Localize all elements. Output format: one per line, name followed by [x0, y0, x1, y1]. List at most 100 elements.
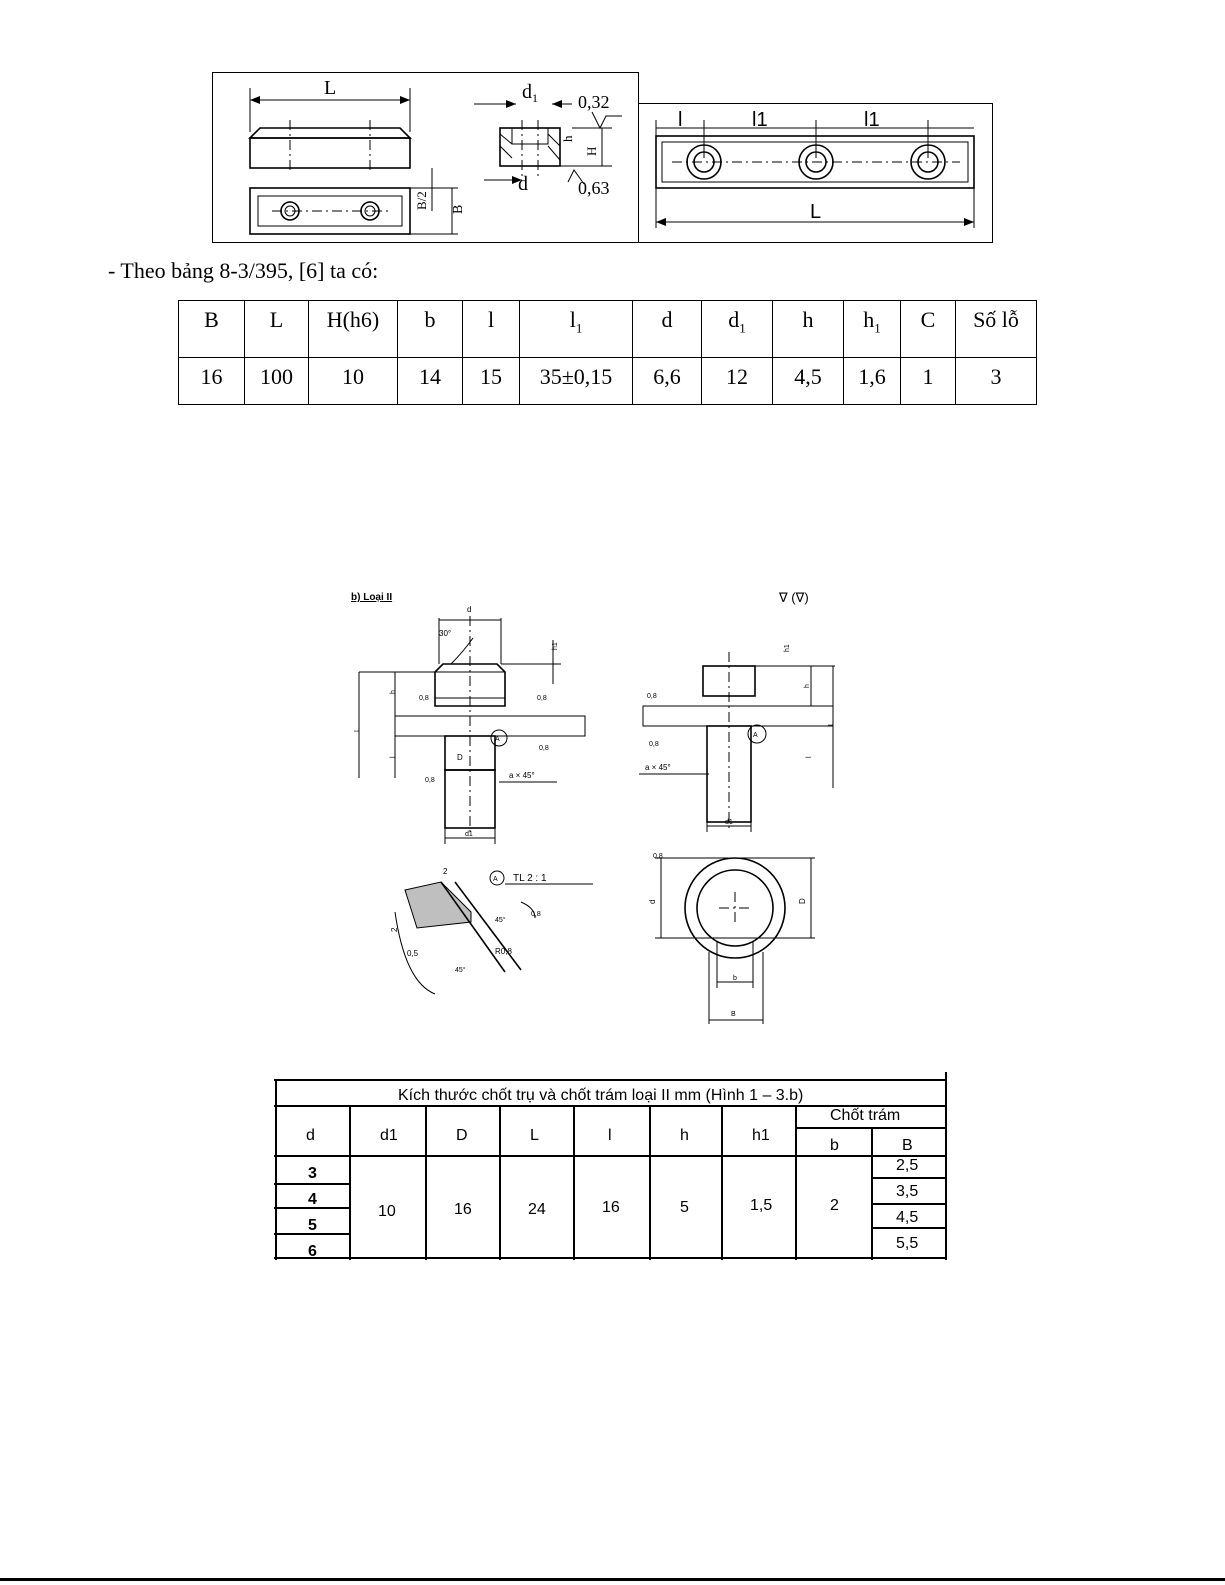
detail-A-circle: A: [493, 876, 498, 883]
label-B2: B/2: [414, 191, 429, 210]
label-L: L: [354, 728, 361, 732]
table2-B-row-4: 5,5: [896, 1235, 918, 1252]
dimension-table: B L H(h6) b l l1 d d1 h h1 C Số lỗ 16 10…: [178, 300, 1037, 405]
table2-header-l: l: [608, 1127, 612, 1144]
detail-label-2-top: 2: [443, 867, 448, 876]
header-cell: B: [178, 300, 245, 358]
table2-B-row-3: 4,5: [896, 1209, 918, 1226]
table-pin-dimensions: Kích thước chốt trụ và chốt trám loại II…: [274, 1072, 947, 1260]
label-D-top: D: [798, 898, 807, 904]
label-L: L: [324, 77, 336, 99]
label-d1: d1: [465, 831, 473, 838]
table2-h-value: 5: [680, 1199, 689, 1216]
table2-header-D: D: [456, 1127, 468, 1144]
label-l1-second: l1: [864, 109, 880, 131]
label-roughness-08-a: 0,8: [419, 695, 429, 702]
label-H: H: [584, 147, 599, 156]
header-cell: h1: [843, 300, 901, 358]
label-l: l: [678, 109, 682, 131]
value-cell: 12: [701, 357, 773, 405]
detail-mark-A: A: [495, 736, 500, 743]
header-cell: l1: [519, 300, 633, 358]
header-cell: L: [244, 300, 309, 358]
header-cell: H(h6): [308, 300, 398, 358]
table2-header-d: d: [306, 1127, 315, 1144]
label-chamfer: a × 45°: [509, 771, 535, 780]
figure-locating-plate: L B/2 B d1 0,32 h H d 0,63 l l1 l1: [212, 72, 993, 243]
label-l-right: l: [806, 756, 813, 758]
label-d1: d1: [522, 81, 538, 105]
table2-d-row-3: 5: [308, 1217, 317, 1234]
label-roughness-063: 0,63: [578, 178, 610, 198]
label-roughness-08-b: 0,8: [537, 695, 547, 702]
label-B-top: B: [731, 1011, 736, 1018]
header-cell: Số lỗ: [955, 300, 1037, 358]
value-cell: 6,6: [632, 357, 702, 405]
value-cell: 15: [462, 357, 520, 405]
detail-label-2-left: 2: [390, 927, 399, 932]
table2-d-row-4: 6: [308, 1243, 317, 1260]
label-d: d: [467, 605, 471, 614]
label-d-top: d: [648, 900, 657, 904]
table2-d-row-2: 4: [308, 1191, 317, 1208]
label-L-right: L: [810, 201, 821, 223]
header-cell: C: [900, 300, 956, 358]
table-header-row: B L H(h6) b l l1 d d1 h h1 C Số lỗ: [178, 300, 1037, 358]
label-roughness-08-g: 0,8: [653, 853, 663, 860]
label-h-right: h: [804, 684, 811, 688]
table2-d1-value: 10: [378, 1203, 396, 1220]
label-h1: h1: [552, 642, 559, 650]
table2-header-d1: d1: [380, 1127, 398, 1144]
label-roughness-08-c: 0,8: [539, 745, 549, 752]
table2-header-h: h: [680, 1127, 689, 1144]
label-h1-right: h1: [784, 644, 791, 652]
table-value-row: 16 100 10 14 15 35±0,15 6,6 12 4,5 1,6 1…: [178, 357, 1037, 405]
label-d: d: [518, 173, 528, 195]
value-cell: 1,6: [843, 357, 901, 405]
header-cell: h: [772, 300, 844, 358]
detail-label-R08: R0,8: [495, 947, 512, 956]
detail-label-45-a: 45°: [495, 916, 506, 924]
label-h: h: [390, 690, 397, 694]
detail-label-05: 0,5: [407, 949, 419, 958]
detail-label-08: 0,8: [531, 911, 541, 918]
header-cell: b: [397, 300, 463, 358]
table2-h1-value: 1,5: [750, 1197, 772, 1214]
label-l1-first: l1: [752, 109, 768, 131]
table2-header-h1: h1: [752, 1127, 770, 1144]
table2-l-value: 16: [602, 1199, 620, 1216]
value-cell: 3: [955, 357, 1037, 405]
header-cell: d: [632, 300, 702, 358]
value-cell: 10: [308, 357, 398, 405]
table2-B-row-1: 2,5: [896, 1157, 918, 1174]
intro-text: - Theo bảng 8-3/395, [6] ta có:: [108, 258, 379, 283]
detail-label-45-b: 45°: [455, 966, 466, 974]
label-B: B: [451, 205, 466, 214]
figure-pin-type-2: b) Loại II ∇ (∇) d 30° h1 h L 0,8 0,8 D …: [351, 590, 835, 1024]
table2-title: Kích thước chốt trụ và chốt trám loại II…: [398, 1087, 803, 1104]
detail-mark-A-right: A: [753, 732, 758, 739]
value-cell: 100: [244, 357, 309, 405]
table2-b-value: 2: [830, 1197, 839, 1214]
table2-sub-b: b: [830, 1137, 839, 1154]
table2-group-header: Chốt trám: [830, 1107, 900, 1124]
table2-header-L: L: [530, 1127, 539, 1144]
label-roughness-08-e: 0,8: [647, 693, 657, 700]
page-footer-rule: [0, 1578, 1225, 1581]
table2-L-value: 24: [528, 1201, 546, 1218]
label-d1-right: d1: [725, 819, 733, 826]
table2-d-row-1: 3: [308, 1165, 317, 1182]
label-l: l: [390, 756, 397, 758]
label-b: b: [733, 975, 737, 982]
figure-mid-title: b) Loại II: [351, 592, 392, 603]
roughness-symbol: ∇ (∇): [778, 590, 809, 605]
header-cell: d1: [701, 300, 773, 358]
table2-D-value: 16: [454, 1201, 472, 1218]
value-cell: 4,5: [772, 357, 844, 405]
value-cell: 35±0,15: [519, 357, 633, 405]
value-cell: 16: [178, 357, 245, 405]
label-h: h: [560, 135, 575, 142]
label-roughness-08-d: 0,8: [425, 777, 435, 784]
table2-B-row-2: 3,5: [896, 1183, 918, 1200]
table2-sub-B: B: [902, 1137, 913, 1154]
